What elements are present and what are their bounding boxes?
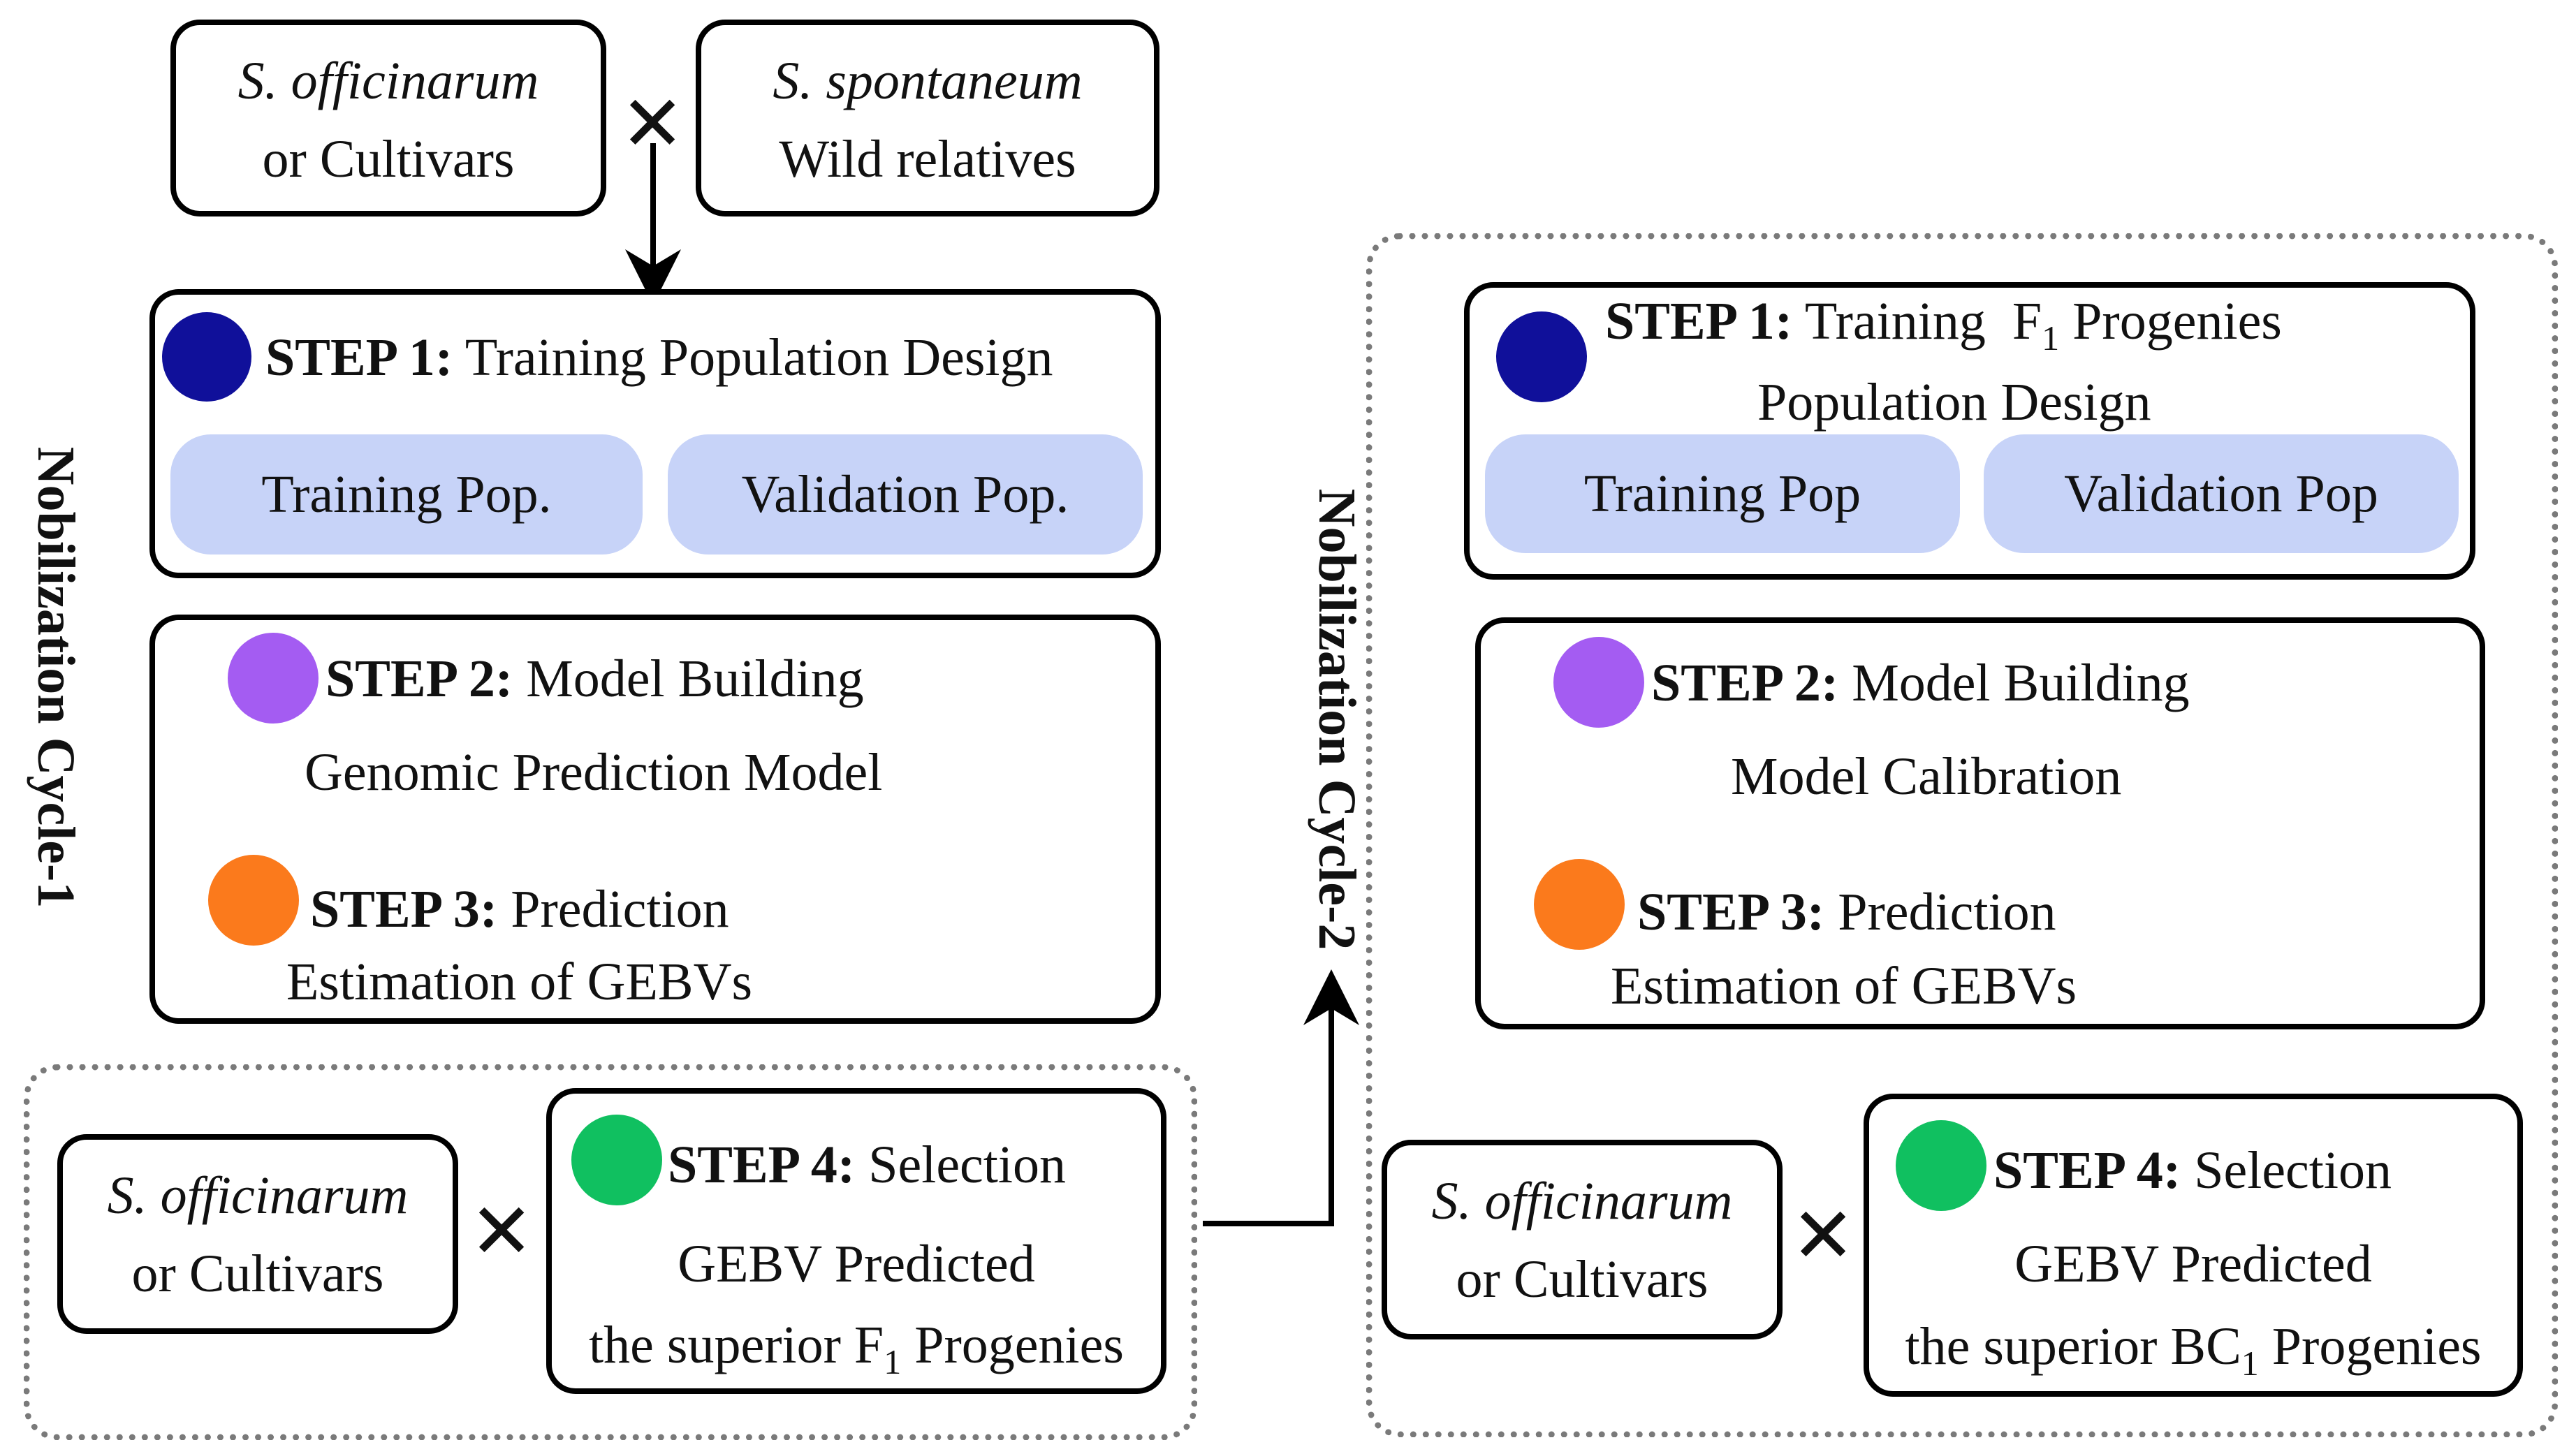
cycle1-cross-icon: ✕ [469, 1187, 534, 1276]
parent-spontaneum-box [696, 20, 1159, 216]
cycle2-step2-heading: STEP 2: Model Building [1651, 656, 2190, 710]
cycle2-step1-dot-icon [1496, 311, 1587, 402]
step2-dot-icon [228, 633, 319, 724]
cycle1-step2-sub: Genomic Prediction Model [305, 743, 883, 802]
cycle1-validation-pop: Validation Pop. [668, 434, 1143, 555]
cycle2-step1-heading: STEP 1: Training F1 Progenies [1605, 295, 2282, 355]
cycle2-step4-dot-icon [1896, 1120, 1986, 1211]
parent-officinarum-box [170, 20, 606, 216]
cycle1-step3-heading: STEP 3: Prediction [310, 883, 729, 936]
cycle1-step4-label: STEP 4: [668, 1136, 856, 1194]
cycle1-step1-heading: STEP 1: Training Population Design [265, 331, 1053, 384]
parent-spontaneum-species: S. spontaneum [773, 52, 1083, 110]
cycle2-step3-text: Prediction [1838, 883, 2056, 941]
cycle1-training-pop: Training Pop. [170, 434, 643, 555]
cycle2-officinarum-box [1382, 1140, 1783, 1339]
cycle2-step4-box [1864, 1094, 2523, 1397]
cycle1-selection-group [24, 1064, 1197, 1440]
cycle2-step4-sub2-post: Progenies [2258, 1317, 2482, 1376]
parent-spontaneum-sub: Wild relatives [779, 130, 1076, 189]
parent-officinarum-sub: or Cultivars [262, 130, 515, 189]
cycle1-step1-label: STEP 1: [265, 328, 453, 387]
cycle2-step2-text: Model Building [1852, 654, 2190, 712]
cycle2-step4-heading: STEP 4: Selection [1993, 1144, 2392, 1197]
cycle1-step4-sub2: the superior F1 Progenies [546, 1319, 1166, 1379]
cycle2-step2-sub: Model Calibration [1731, 747, 2122, 806]
cycle2-step3-sub: Estimation of GEBVs [1611, 957, 2077, 1015]
cycle2-training-pop: Training Pop [1485, 434, 1960, 553]
cycle2-step2-dot-icon [1553, 637, 1644, 728]
cycle1-vertical-label: Nobilization Cycle-1 [27, 446, 85, 909]
cycle1-step2-label: STEP 2: [325, 649, 513, 708]
cycle1-step4-sub2-post: Progenies [901, 1316, 1124, 1374]
step3-dot-icon [208, 855, 299, 946]
cycle2-step1-text-subscript: 1 [2042, 318, 2060, 358]
cycle2-step4-sub1: GEBV Predicted [2014, 1235, 2372, 1293]
cycle2-step4-text: Selection [2194, 1141, 2392, 1200]
cycle2-cross-icon: ✕ [1791, 1191, 1856, 1280]
cycle1-step1-text: Training Population Design [464, 328, 1053, 387]
cycle2-vertical-label: Nobilization Cycle-2 [1308, 488, 1366, 950]
cycle1-step2-heading: STEP 2: Model Building [325, 652, 864, 705]
cycle1-step3-label: STEP 3: [310, 880, 498, 939]
cross-icon: ✕ [620, 79, 685, 168]
cycle2-step1-sub: Population Design [1757, 373, 2151, 432]
cycle2-step3-dot-icon [1534, 859, 1625, 950]
cycle2-step4-label: STEP 4: [1993, 1141, 2181, 1200]
cycle2-officinarum-species: S. officinarum [1431, 1172, 1733, 1231]
cycle2-group [1366, 233, 2558, 1437]
parent-officinarum-species: S. officinarum [237, 52, 539, 110]
cycle2-step1-text-post: Progenies [2059, 292, 2282, 351]
cycle1-step4-sub2-pre: the superior F [589, 1316, 884, 1374]
cycle1-step4-heading: STEP 4: Selection [668, 1138, 1066, 1191]
cycle1-step4-sub1: GEBV Predicted [678, 1235, 1035, 1293]
cycle2-step1-label: STEP 1: [1605, 292, 1793, 351]
cycle2-step3-heading: STEP 3: Prediction [1637, 886, 2056, 939]
step4-dot-icon [571, 1115, 662, 1205]
cycle1-step3-text: Prediction [511, 880, 729, 939]
cycle1-step4-text: Selection [868, 1136, 1067, 1194]
cycle2-step4-sub2-pre: the superior BC [1905, 1317, 2241, 1376]
cycle2-step4-sub2-subscript: 1 [2241, 1344, 2259, 1383]
cycle1-step3-sub: Estimation of GEBVs [286, 953, 753, 1011]
cycle1-step2-text: Model Building [526, 649, 864, 708]
cycle2-step1-text-pre: Training F [1804, 292, 2042, 351]
step1-dot-icon [162, 312, 251, 402]
cycle2-validation-pop: Validation Pop [1984, 434, 2459, 553]
arrow-cycle1-to-cycle2 [1203, 969, 1359, 1226]
cycle2-step4-sub2: the superior BC1 Progenies [1864, 1320, 2523, 1381]
cycle1-step4-sub2-subscript: 1 [884, 1342, 902, 1382]
cycle1-officinarum-species: S. officinarum [107, 1166, 409, 1225]
cycle2-step2-label: STEP 2: [1651, 654, 1839, 712]
cycle1-officinarum-box [57, 1134, 458, 1334]
cycle1-officinarum-sub: or Cultivars [131, 1244, 384, 1303]
cycle2-step3-label: STEP 3: [1637, 883, 1825, 941]
cycle2-officinarum-sub: or Cultivars [1456, 1250, 1708, 1309]
